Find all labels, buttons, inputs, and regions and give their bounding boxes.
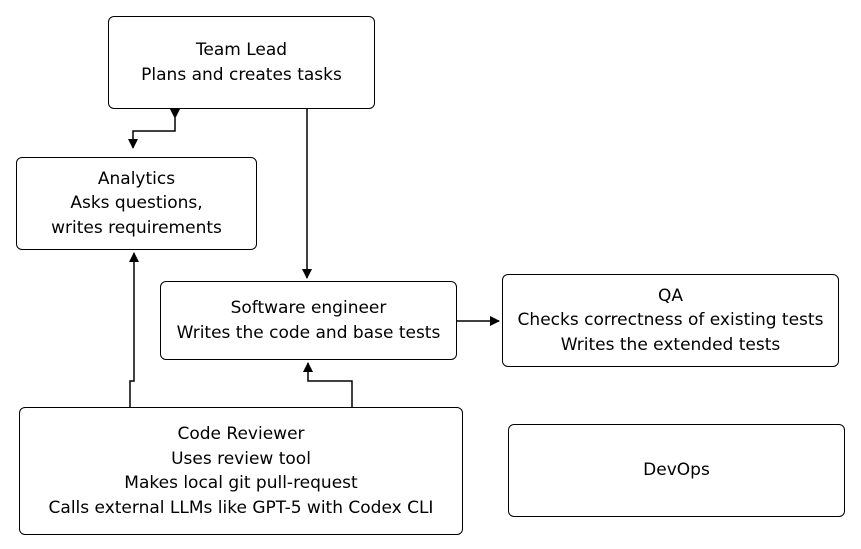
- qa-title: QA: [657, 285, 683, 306]
- analytics-node: Analytics Asks questions, writes require…: [16, 157, 257, 250]
- qa-description-line-1: Checks correctness of existing tests: [517, 310, 824, 331]
- code-reviewer-node: Code Reviewer Uses review tool Makes loc…: [19, 407, 463, 535]
- code-reviewer-description-line-3: Calls external LLMs like GPT-5 with Code…: [48, 497, 434, 518]
- team-lead-title: Team Lead: [195, 40, 288, 60]
- code-reviewer-title: Code Reviewer: [177, 424, 305, 444]
- devops-title: DevOps: [643, 460, 710, 481]
- code-reviewer-description-line-2: Makes local git pull-request: [124, 473, 358, 493]
- software-engineer-description: Writes the code and base tests: [176, 322, 441, 343]
- qa-node: QA Checks correctness of existing tests …: [502, 274, 839, 367]
- edge-teamlead-analytics: [128, 109, 180, 149]
- team-lead-node: Team Lead Plans and creates tasks: [108, 16, 375, 109]
- devops-node: DevOps: [508, 424, 845, 517]
- code-reviewer-description-line-1: Uses review tool: [171, 448, 311, 469]
- software-engineer-title: Software engineer: [230, 298, 387, 318]
- analytics-description-line-2: writes requirements: [51, 217, 222, 238]
- analytics-description-line-1: Asks questions,: [70, 193, 203, 214]
- edge-reviewer-analytics: [129, 252, 139, 407]
- qa-description-line-2: Writes the extended tests: [560, 334, 781, 355]
- edge-reviewer-software-engineer: [303, 362, 353, 407]
- analytics-title: Analytics: [97, 168, 176, 189]
- software-engineer-node: Software engineer Writes the code and ba…: [160, 281, 457, 360]
- team-lead-description: Plans and creates tasks: [141, 64, 342, 85]
